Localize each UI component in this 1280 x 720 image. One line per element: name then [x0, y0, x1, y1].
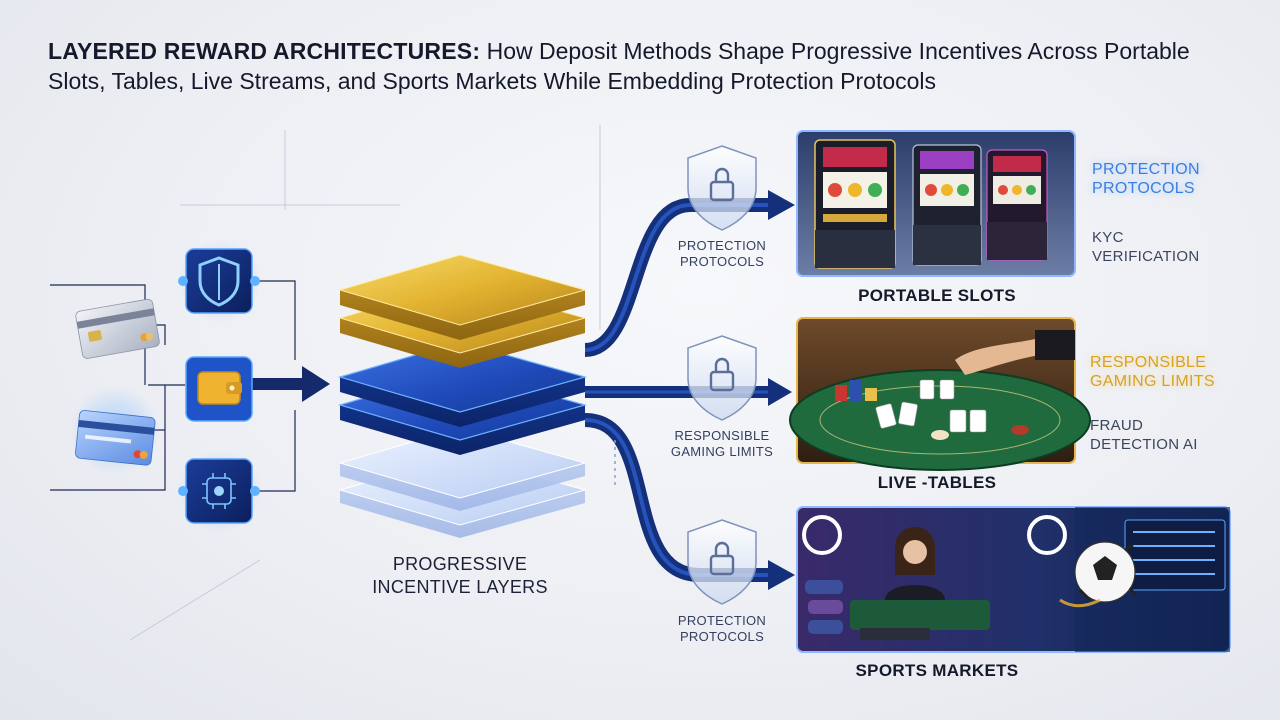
- note-line2: DETECTION AI: [1090, 436, 1198, 453]
- panel-portable-slots[interactable]: [796, 130, 1076, 277]
- note-line2: VERIFICATION: [1092, 248, 1200, 265]
- shield-label-line2: PROTOCOLS: [679, 254, 765, 269]
- flow-arrowheads: [768, 190, 795, 590]
- shield-lock-icon: [687, 519, 757, 605]
- note-line1: PROTECTION: [1092, 161, 1200, 178]
- shield-label-line1: RESPONSIBLE: [674, 428, 770, 443]
- shield-label-line1: PROTECTION: [677, 613, 767, 628]
- shield-lock-icon: [687, 335, 757, 421]
- note-line1: KYC: [1092, 229, 1124, 246]
- panel-caption-slots: PORTABLE SLOTS: [858, 286, 1016, 305]
- note-line1: RESPONSIBLE: [1090, 354, 1207, 371]
- panel-sports-markets[interactable]: [796, 506, 1231, 653]
- stack-label-line2: INCENTIVE LAYERS: [372, 577, 548, 597]
- shield-label-line2: PROTOCOLS: [679, 629, 765, 644]
- soccer-ball-icon: [1059, 541, 1138, 608]
- shield-label-sports: PROTECTION PROTOCOLS: [657, 613, 787, 645]
- credit-card-silver: [75, 298, 160, 359]
- playing-cards: [875, 379, 987, 433]
- note-line2: PROTOCOLS: [1092, 180, 1195, 197]
- stack-label-line1: PROGRESSIVE: [392, 554, 528, 574]
- note-protection-protocols: PROTECTION PROTOCOLS: [1092, 160, 1200, 198]
- panel-caption-sports: SPORTS MARKETS: [855, 661, 1019, 680]
- slot-machine: [986, 149, 1048, 261]
- flow-ribbons: [584, 198, 770, 582]
- slot-machine: [912, 144, 982, 266]
- note-line2: GAMING LIMITS: [1090, 373, 1215, 390]
- title-lead: LAYERED REWARD ARCHITECTURES:: [48, 38, 481, 64]
- shield-lock-icon: [687, 145, 757, 231]
- shield-label-line1: PROTECTION: [677, 238, 767, 253]
- shield-label-line2: GAMING LIMITS: [670, 444, 774, 459]
- slot-machine: [814, 139, 896, 269]
- chat-bubbles: [805, 580, 843, 634]
- note-responsible-gaming: RESPONSIBLE GAMING LIMITS: [1090, 353, 1215, 391]
- title-rest: How Deposit Methods Shape Progressive In…: [48, 38, 1190, 94]
- shield-icon: [178, 239, 262, 323]
- wallet-icon[interactable]: [185, 356, 253, 422]
- shield-label-slots: PROTECTION PROTOCOLS: [657, 238, 787, 270]
- note-fraud-detection: FRAUD DETECTION AI: [1090, 416, 1198, 454]
- credit-card-blue: [70, 385, 160, 475]
- note-kyc-verification: KYC VERIFICATION: [1092, 228, 1200, 266]
- page-title: LAYERED REWARD ARCHITECTURES: How Deposi…: [48, 36, 1248, 96]
- shield-label-tables: RESPONSIBLE GAMING LIMITS: [657, 428, 787, 460]
- incentive-stack-label: PROGRESSIVE INCENTIVE LAYERS: [330, 553, 590, 599]
- crypto-chip-icon: [178, 449, 262, 533]
- panel-caption-tables: LIVE -TABLES: [877, 473, 997, 492]
- guide-lines: [129, 125, 601, 641]
- incentive-layer-gold-top: [338, 254, 587, 340]
- chip-stacks: [835, 380, 1029, 440]
- deposit-arrow: [252, 366, 330, 402]
- note-line1: FRAUD: [1090, 417, 1144, 434]
- incentive-layer-light-top: [338, 427, 587, 511]
- panel-live-tables[interactable]: [789, 317, 1091, 471]
- odds-board: [1124, 519, 1226, 591]
